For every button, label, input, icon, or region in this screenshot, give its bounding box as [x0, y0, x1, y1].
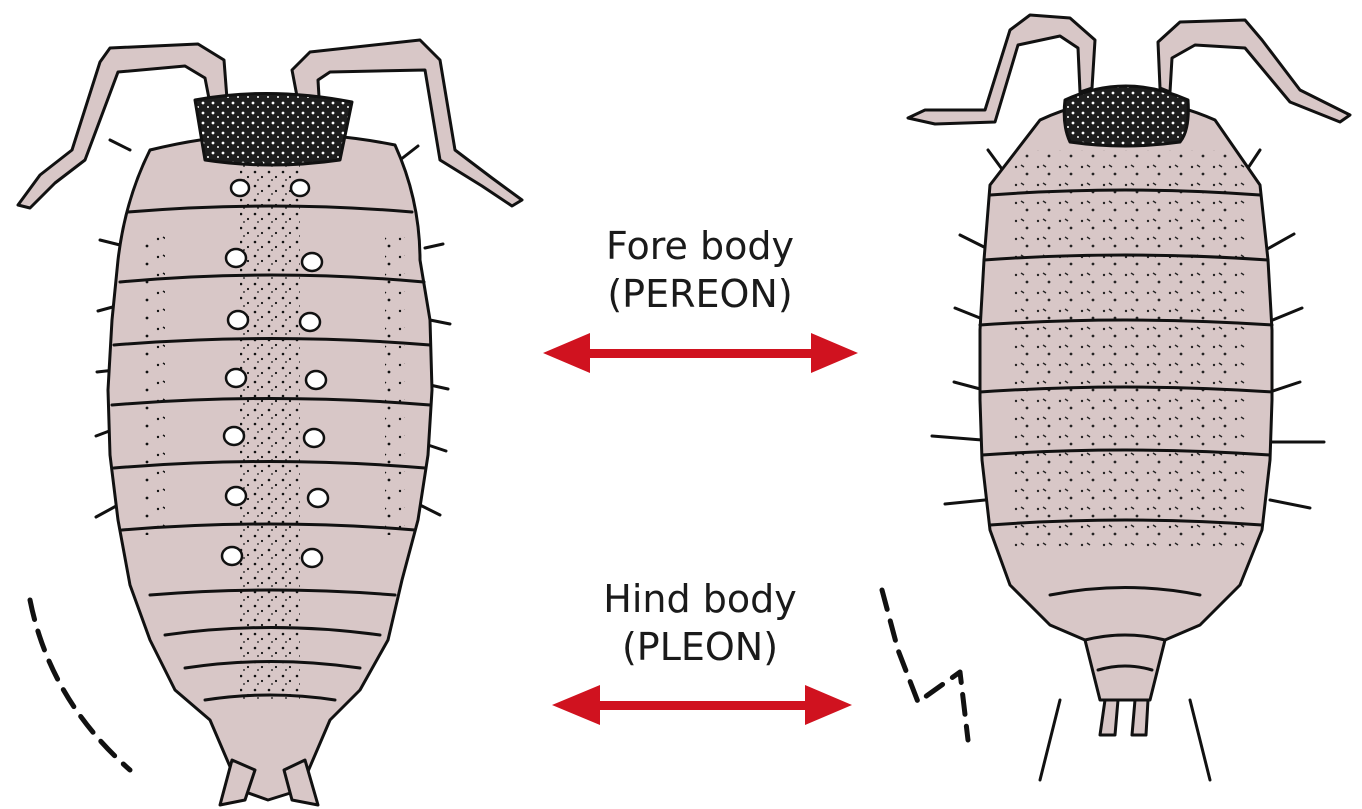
woodlouse-illustration-right: [882, 15, 1350, 780]
hind-body-term: (PLEON): [550, 623, 850, 671]
fore-body-arrow: [543, 333, 858, 373]
hind-body-label: Hind body (PLEON): [550, 575, 850, 671]
hind-body-name: Hind body: [550, 575, 850, 623]
fore-body-term: (PEREON): [550, 270, 850, 318]
fore-body-label: Fore body (PEREON): [550, 222, 850, 318]
fore-body-name: Fore body: [550, 222, 850, 270]
hind-body-arrow: [552, 685, 852, 725]
woodlouse-illustration-left: [18, 40, 522, 805]
